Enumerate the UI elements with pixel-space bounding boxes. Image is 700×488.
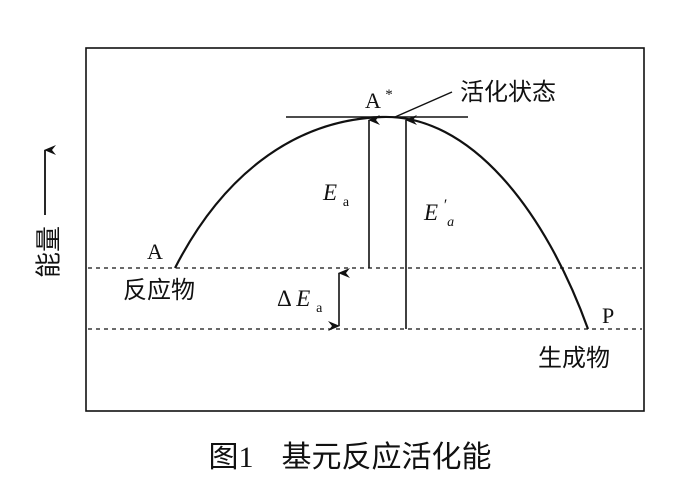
energy-difference-label: Δ E a [277,286,323,316]
reverse-energy-prime: ′ [444,197,448,214]
reactant-symbol: A [147,239,163,264]
forward-energy-symbol: E [322,180,337,205]
difference-symbol: E [295,286,310,311]
y-axis-label: 能量 [35,226,65,278]
reverse-energy-subscript: a [447,215,454,230]
product-label: 生成物 [538,344,610,372]
reactant-label: 反应物 [123,276,195,304]
activated-symbol-base: A [365,88,381,113]
reverse-energy-symbol: E [423,200,438,225]
forward-energy-subscript: a [343,195,350,210]
product-symbol: P [602,303,614,328]
difference-subscript: a [316,301,323,316]
figure-title: 基元反应活化能 [281,440,492,475]
activated-state-label: 活化状态 [460,78,556,106]
figure-number: 图1 [208,441,254,474]
figure-caption: 图1 基元反应活化能 [0,432,700,476]
plot-frame [85,47,645,412]
activated-symbol: A * [365,87,393,113]
difference-prefix: Δ [277,286,291,311]
reverse-activation-energy-label: E ′ a [423,190,454,230]
activated-state-leader [394,91,453,118]
forward-activation-energy-label: E a [322,180,350,210]
activated-symbol-superscript: * [385,87,393,103]
reaction-curve [174,115,590,330]
